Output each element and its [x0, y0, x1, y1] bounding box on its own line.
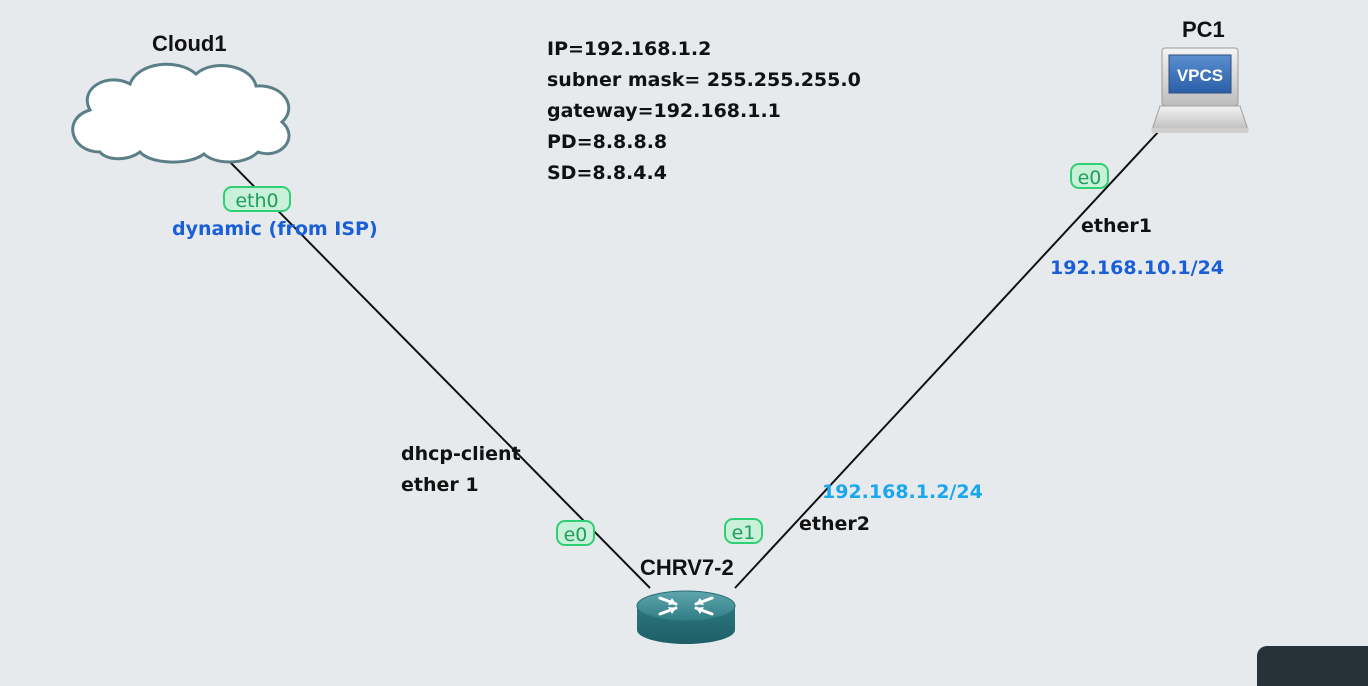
note-pd-line: PD=8.8.8.8 [547, 131, 668, 153]
annotation-ether1-router[interactable]: ether 1 [401, 474, 479, 496]
pc-icon[interactable]: VPCS [1151, 47, 1249, 133]
network-config-note[interactable]: IP=192.168.1.2 subner mask= 255.255.255.… [547, 34, 861, 189]
note-gateway-line: gateway=192.168.1.1 [547, 100, 781, 122]
note-mask-line: subner mask= 255.255.255.0 [547, 69, 861, 91]
port-badge-pc-e0[interactable]: e0 [1070, 163, 1109, 189]
corner-panel[interactable] [1257, 646, 1368, 686]
port-badge-cloud-eth0[interactable]: eth0 [223, 186, 291, 212]
annotation-router-e1-ip[interactable]: 192.168.1.2/24 [822, 481, 983, 503]
annotation-ether2[interactable]: ether2 [799, 513, 870, 535]
cloud-label: Cloud1 [152, 31, 227, 56]
link-router-pc[interactable] [734, 129, 1161, 589]
vpcs-screen-text: VPCS [1177, 66, 1223, 85]
link-cloud-router[interactable] [227, 159, 651, 589]
annotation-pc-subnet[interactable]: 192.168.10.1/24 [1050, 257, 1225, 279]
annotation-dhcp-client[interactable]: dhcp-client [401, 443, 521, 465]
annotation-dynamic-isp[interactable]: dynamic (from ISP) [172, 218, 378, 240]
router-icon[interactable] [636, 590, 736, 644]
pc-label: PC1 [1182, 17, 1225, 42]
cloud-icon[interactable] [71, 62, 291, 164]
port-badge-router-e0[interactable]: e0 [556, 520, 595, 546]
note-sd-line: SD=8.8.4.4 [547, 162, 667, 184]
note-ip-line: IP=192.168.1.2 [547, 38, 712, 60]
annotation-ether1-pc[interactable]: ether1 [1081, 215, 1152, 237]
router-label: CHRV7-2 [640, 555, 734, 580]
port-badge-router-e1[interactable]: e1 [724, 518, 763, 544]
